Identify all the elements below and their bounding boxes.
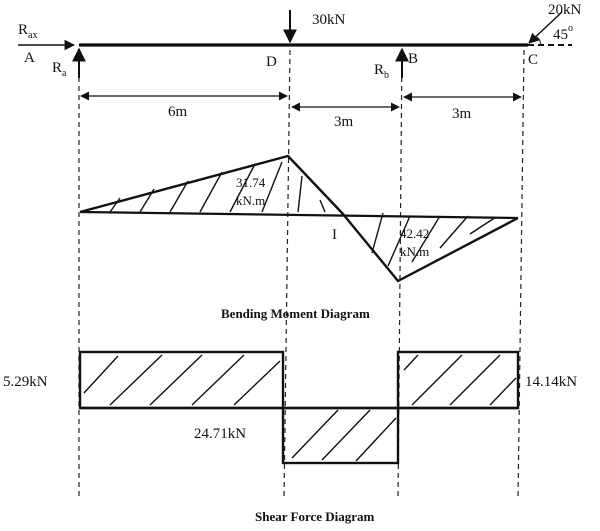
ra-label: Ra <box>52 60 67 79</box>
dimension-lines <box>80 91 522 112</box>
shear-force-diagram: 5.29kN 24.71kN 14.14kN Shear Force Diagr… <box>3 350 577 524</box>
angle-label: 45o <box>553 23 573 43</box>
rax-label: Rax <box>18 22 37 41</box>
sf-block-left <box>78 350 285 410</box>
point-d-label: D <box>266 54 277 70</box>
sf-diagram-title: Shear Force Diagram <box>255 509 375 524</box>
bm-diagram-outline <box>79 154 519 283</box>
sf-block-right <box>396 350 520 410</box>
sf-block-middle <box>281 406 400 465</box>
point-c-label: C <box>528 52 538 68</box>
sf-left-value: 5.29kN <box>3 374 48 390</box>
sf-hatching <box>83 354 517 462</box>
inclined-load-label: 20kN <box>548 2 582 18</box>
bm-max-negative-unit: kN.m <box>400 244 429 259</box>
bm-baseline <box>79 210 519 220</box>
sf-middle-value: 24.71kN <box>194 426 246 442</box>
angle-arc <box>536 36 542 46</box>
point-a-label: A <box>24 50 35 66</box>
inflection-point-label: I <box>332 227 337 243</box>
sf-right-value: 14.14kN <box>525 374 577 390</box>
point-load-label: 30kN <box>312 12 346 28</box>
bending-moment-diagram: 31.74 kN.m 42.42 kN.m I Bending Moment D… <box>79 154 519 321</box>
dim-bc-label: 3m <box>452 106 472 122</box>
rb-label: Rb <box>374 62 389 81</box>
ref-line-c <box>517 49 525 501</box>
dim-ad-label: 6m <box>168 104 188 120</box>
dim-db-label: 3m <box>334 114 354 130</box>
bm-max-positive-unit: kN.m <box>236 193 265 208</box>
bm-diagram-title: Bending Moment Diagram <box>221 306 370 321</box>
reference-lines <box>78 49 525 501</box>
bm-max-positive-value: 31.74 <box>236 175 266 190</box>
inclined-load-arrow <box>528 11 563 44</box>
ref-line-d <box>283 49 291 501</box>
bm-max-negative-value: 42.42 <box>400 226 429 241</box>
ref-line-b <box>397 49 403 501</box>
point-b-label: B <box>408 51 418 67</box>
